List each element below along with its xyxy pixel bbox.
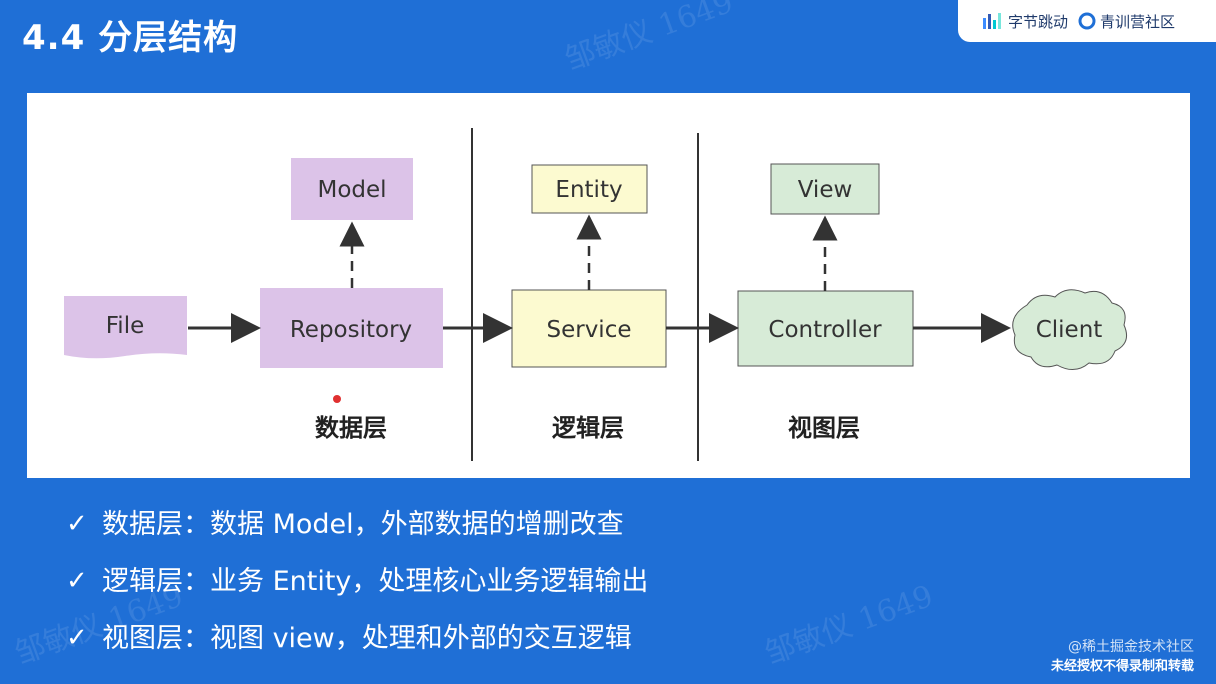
client-cloud <box>1012 289 1127 370</box>
layered-architecture-diagram: File Repository Model Service Entity Con… <box>64 128 1127 461</box>
slide-title: 4.4 分层结构 <box>22 18 239 58</box>
logo-bar: 字节跳动 青训营社区 <box>958 0 1216 42</box>
layer-label-data: 数据层 <box>315 414 387 442</box>
bytedance-logo: 字节跳动 <box>982 11 1068 32</box>
entity-label: Entity <box>555 177 622 203</box>
checkmark-icon: ✓ <box>66 509 88 539</box>
camp-logo: 青训营社区 <box>1078 11 1175 32</box>
bullet-item: ✓ 视图层：视图 view，处理和外部的交互逻辑 <box>66 610 648 667</box>
camp-label: 青训营社区 <box>1100 12 1176 31</box>
footer-credit: @稀土掘金技术社区 <box>1068 639 1194 655</box>
checkmark-icon: ✓ <box>66 623 88 653</box>
bullet-item: ✓ 逻辑层：业务 Entity，处理核心业务逻辑输出 <box>66 553 648 610</box>
footer-note: 未经授权不得录制和转载 <box>1050 659 1194 674</box>
service-label: Service <box>546 317 631 343</box>
layer-label-view: 视图层 <box>788 414 860 442</box>
view-label: View <box>798 177 853 203</box>
controller-label: Controller <box>768 317 882 343</box>
bullet-list: ✓ 数据层：数据 Model，外部数据的增删改查 ✓ 逻辑层：业务 Entity… <box>66 496 648 667</box>
pointer-dot <box>333 395 341 403</box>
bullet-text: 视图层：视图 view，处理和外部的交互逻辑 <box>102 623 632 654</box>
entity-box <box>531 164 648 214</box>
repository-label: Repository <box>290 317 412 343</box>
file-box <box>64 296 187 359</box>
bullet-text: 逻辑层：业务 Entity，处理核心业务逻辑输出 <box>102 566 649 597</box>
view-box <box>770 163 880 215</box>
bytedance-label: 字节跳动 <box>1008 12 1069 31</box>
bullet-item: ✓ 数据层：数据 Model，外部数据的增删改查 <box>66 496 648 553</box>
model-label: Model <box>317 177 386 203</box>
client-label: Client <box>1036 317 1103 343</box>
watermark: 邹敏仪 1649 <box>560 0 738 78</box>
model-box <box>291 158 413 220</box>
diagram-panel: File Repository Model Service Entity Con… <box>27 93 1190 478</box>
layer-label-logic: 逻辑层 <box>552 414 624 442</box>
file-label: File <box>106 313 145 339</box>
repository-box <box>260 288 443 368</box>
camp-icon <box>1078 12 1096 30</box>
checkmark-icon: ✓ <box>66 566 88 596</box>
watermark: 邹敏仪 1649 <box>760 578 938 672</box>
bullet-text: 数据层：数据 Model，外部数据的增删改查 <box>102 509 624 540</box>
bytedance-icon <box>983 13 1001 29</box>
